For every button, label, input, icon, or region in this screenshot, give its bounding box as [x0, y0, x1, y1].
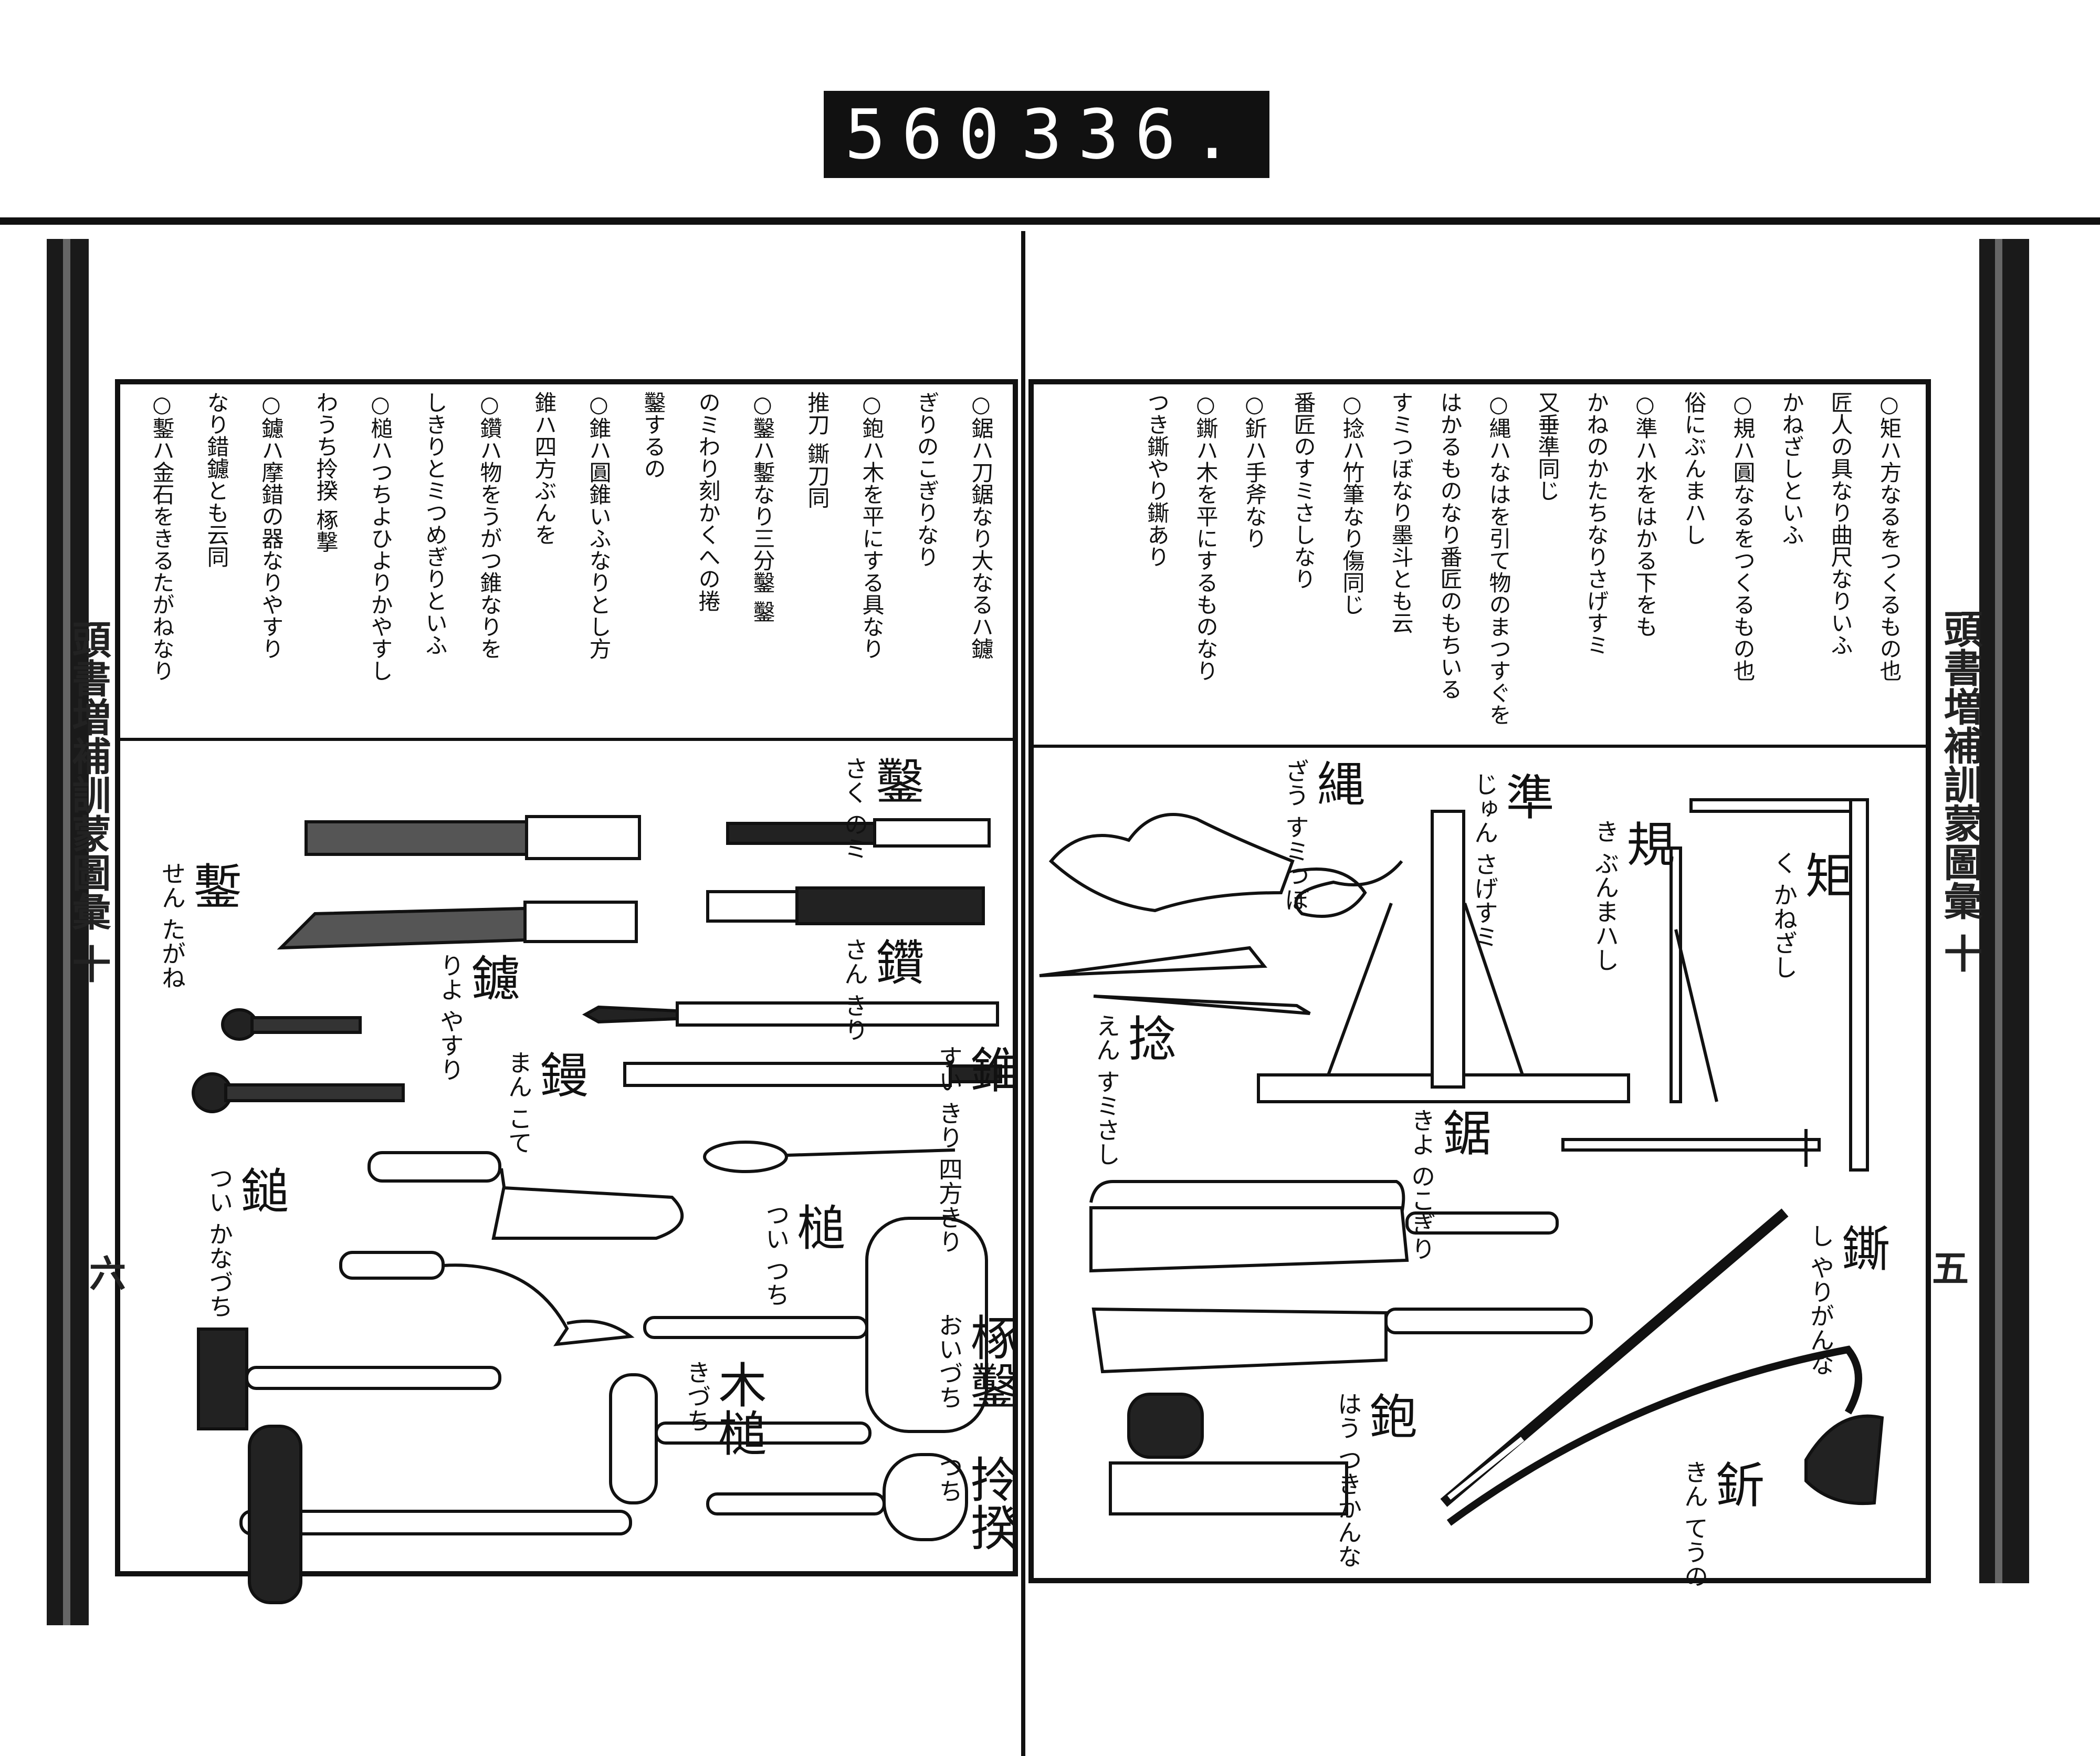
text-column: ○釿ハ手斧なり: [1242, 391, 1267, 549]
right-book-edge: [1979, 239, 2029, 1583]
illustration-label: 準じゅん さげすミ: [1471, 772, 1554, 949]
text-column: 鑿するの: [640, 391, 666, 479]
illustration-label: 捻えん すミさし: [1093, 1013, 1176, 1166]
text-column: ○規ハ圓なるをつくるもの也: [1730, 391, 1756, 682]
illustration-label: 規き ぶんまハし: [1591, 819, 1675, 972]
left-margin-title: 頭書増補訓蒙圖彙 十: [66, 620, 111, 983]
text-column: ○鑢ハ摩錯の器なりやすり: [258, 391, 284, 660]
text-column: すミつぼなり墨斗とも云: [1388, 391, 1414, 634]
text-column: つき鐁やり鐁あり: [1144, 391, 1170, 568]
bradawl-drawing: [1561, 1129, 1821, 1167]
text-column: 匠人の具なり曲尺なりいふ: [1828, 391, 1853, 656]
catalog-label: 560 336.: [824, 91, 1269, 178]
text-column: のミわり刻かくへの捲: [695, 391, 721, 612]
right-page-number: 五: [1932, 1247, 1969, 1290]
illustration-label: 鑢りよ やすり: [436, 953, 520, 1082]
illustration-label: 槌つい つち: [762, 1203, 845, 1307]
illustration-label: 拎揆つち: [935, 1455, 1018, 1551]
text-column: ○鑿ハ鏨なり三分鑿 鑿: [750, 391, 775, 623]
text-column: ○鉋ハ木を平にする具なり: [859, 391, 885, 660]
mallet-drawing: [197, 1217, 988, 1604]
text-column: 推刀 鐁刀同: [804, 391, 830, 509]
text-column: 俗にぶんまハし: [1681, 391, 1707, 546]
text-column: ○鑽ハ物をうがつ錐なりを: [477, 391, 502, 660]
illustration-label: 縄ざう すミつぼ: [1282, 759, 1365, 912]
tagane-drawing: [192, 1008, 405, 1113]
text-column: しきりとミつめぎりといふ: [422, 391, 448, 656]
spear-plane-drawing: [1440, 1208, 1789, 1507]
text-column: ○鐁ハ木を平にするものなり: [1193, 391, 1219, 682]
text-column: ○鋸ハ刀鋸なり大なるハ鑢: [968, 391, 994, 660]
right-page-frame: [1028, 379, 1931, 1583]
text-column: わうち拎揆 椓撃: [313, 391, 339, 553]
left-page-text: ○鋸ハ刀鋸なり大なるハ鑢 ぎりのこぎりなり ○鉋ハ木を平にする具なり 推刀 鐁刀…: [126, 391, 1008, 733]
trowel-drawing: [339, 1151, 684, 1346]
text-column: 又垂準同じ: [1535, 391, 1560, 501]
text-column: なり錯鑢とも云同: [204, 391, 229, 568]
illustration-label: 鑿さく のミ: [841, 756, 924, 861]
text-column: ○鏨ハ金石をきるたがねなり: [149, 391, 175, 682]
awl-drawing: [582, 1001, 1002, 1173]
illustration-label: 鉋はう つきかんな: [1334, 1392, 1418, 1569]
compass-drawing: [1670, 846, 1718, 1103]
text-column: ○槌ハつちよひよりかやすし: [368, 391, 393, 682]
top-rule: [0, 217, 2100, 225]
illustration-label: 鑽さん きり: [841, 937, 924, 1042]
illustration-label: 鋸きよ のこぎり: [1408, 1108, 1491, 1261]
carpenter-square-drawing: [1689, 798, 1869, 1172]
right-page-text: ○矩ハ方なるをつくるもの也 匠人の具なり曲尺なりいふ かねざしといふ ○規ハ圓な…: [1095, 391, 1914, 733]
text-column: 番匠のすミさしなり: [1290, 391, 1316, 590]
text-column: 錐ハ四方ぶんを: [531, 391, 557, 546]
left-page-number: 六: [89, 1252, 126, 1295]
left-page-frame: [115, 379, 1018, 1576]
saw-drawing: [1089, 1180, 1593, 1374]
text-column: ○錐ハ圓錐いふなりとし方: [586, 391, 612, 660]
illustration-label: 木槌きづち: [683, 1360, 766, 1457]
text-column: かねのかたちなりさげすミ: [1583, 391, 1609, 656]
plane-drawing: [1109, 1393, 1348, 1515]
text-column: はかるものなり番匠のもちいる: [1437, 391, 1463, 700]
illustration-label: 椓鑿おいづち: [935, 1313, 1018, 1409]
illustration-label: 鏝まん こて: [505, 1050, 588, 1155]
text-column: かねざしといふ: [1779, 391, 1804, 546]
illustration-label: 錐すい きり 四方きり: [935, 1045, 1018, 1254]
text-column: ○準ハ水をはかる下をも: [1632, 391, 1658, 637]
illustration-label: 鐁し やりがんな: [1807, 1224, 1890, 1376]
right-margin-title: 頭書増補訓蒙圖彙 十: [1937, 609, 1982, 973]
text-column: ○矩ハ方なるをつくるもの也: [1876, 391, 1902, 682]
chisel-drawing: [706, 818, 991, 925]
illustration-label: 矩く かねざし: [1770, 851, 1853, 979]
text-column: ぎりのこぎりなり: [914, 391, 939, 568]
illustration-label: 釿きん てうの: [1681, 1460, 1764, 1588]
adze-drawing: [1446, 1345, 1884, 1526]
illustration-label: 鎚つい かなづち: [205, 1166, 289, 1319]
text-column: ○捻ハ竹筆なり傷同じ: [1339, 391, 1365, 615]
text-column: ○縄ハなはを引て物のまつすぐを: [1486, 391, 1511, 726]
plumb-level-drawing: [1257, 810, 1630, 1103]
ink-pot-drawing: [1039, 813, 1403, 1015]
catalog-number-left: 560: [845, 95, 1015, 174]
file-drawing: [277, 815, 641, 950]
illustration-label: 鏨せん たがね: [158, 861, 242, 990]
catalog-number-right: 336.: [1021, 95, 1248, 174]
